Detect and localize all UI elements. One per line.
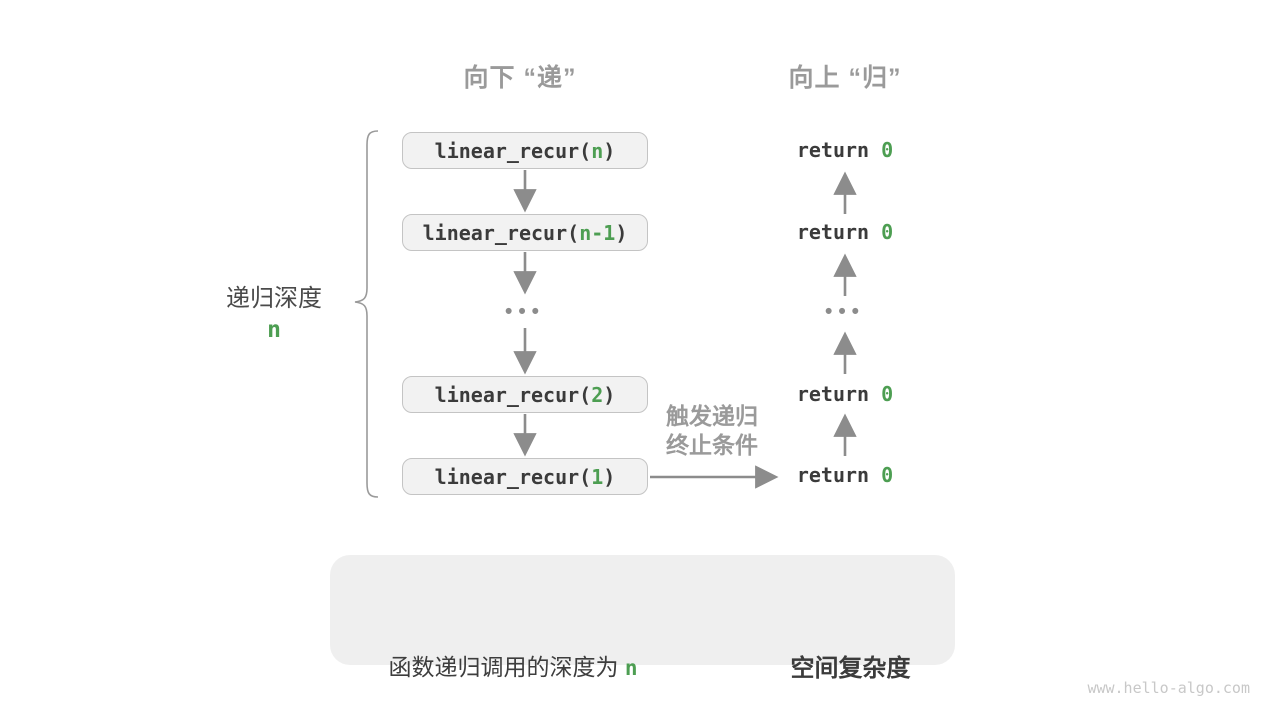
- call-text-close: ): [615, 220, 628, 245]
- call-arg: 1: [591, 464, 604, 489]
- call-text: linear_recur(: [422, 220, 580, 245]
- depth-label: 递归深度: [226, 285, 322, 312]
- call-text: linear_recur(: [434, 464, 592, 489]
- call-text-close: ): [603, 138, 616, 163]
- call-text: linear_recur(: [434, 138, 592, 163]
- call-arg: 2: [591, 382, 604, 407]
- ellipsis-left: •••: [504, 300, 546, 323]
- summary-line1-text: 函数递归调用的深度为: [388, 654, 625, 680]
- space-complexity-title: 空间复杂度: [790, 655, 911, 682]
- return-value: 0: [881, 382, 894, 406]
- call-text-close: ): [603, 464, 616, 489]
- return-statement: return 0: [770, 138, 920, 162]
- header-return-up: 向上 “归”: [788, 64, 902, 92]
- call-box-n: linear_recur(n): [402, 132, 648, 169]
- return-statement: return 0: [770, 463, 920, 487]
- summary-right-text: 空间复杂度 线性阶 O(n): [758, 569, 943, 720]
- trigger-note-line1: 触发递归: [666, 403, 758, 429]
- call-box-1: linear_recur(1): [402, 458, 648, 495]
- call-box-n-1: linear_recur(n-1): [402, 214, 648, 251]
- call-arg: n: [591, 138, 604, 163]
- return-keyword: return: [796, 138, 882, 162]
- return-keyword: return: [796, 220, 882, 244]
- return-statement: return 0: [770, 382, 920, 406]
- return-value: 0: [881, 220, 894, 244]
- return-keyword: return: [796, 463, 882, 487]
- summary-line1: 函数递归调用的深度为 n: [348, 647, 678, 688]
- depth-brace: [354, 130, 379, 498]
- return-keyword: return: [796, 382, 882, 406]
- summary-left-text: 函数递归调用的深度为 n 共使用 O(n) 的栈帧空间: [348, 567, 678, 720]
- trigger-note-line2: 终止条件: [666, 432, 758, 458]
- ellipsis-right: •••: [824, 300, 866, 323]
- return-statement: return 0: [770, 220, 920, 244]
- call-box-2: linear_recur(2): [402, 376, 648, 413]
- call-text-close: ): [603, 382, 616, 407]
- watermark: www.hello-algo.com: [1087, 679, 1250, 697]
- call-arg: n-1: [579, 220, 616, 245]
- summary-box: [330, 555, 955, 665]
- summary-line1-n: n: [624, 656, 638, 680]
- header-recurse-down: 向下 “递”: [463, 64, 577, 92]
- trigger-note: 触发递归 终止条件: [648, 402, 776, 460]
- return-value: 0: [881, 138, 894, 162]
- call-text: linear_recur(: [434, 382, 592, 407]
- return-value: 0: [881, 463, 894, 487]
- depth-value: n: [267, 317, 281, 343]
